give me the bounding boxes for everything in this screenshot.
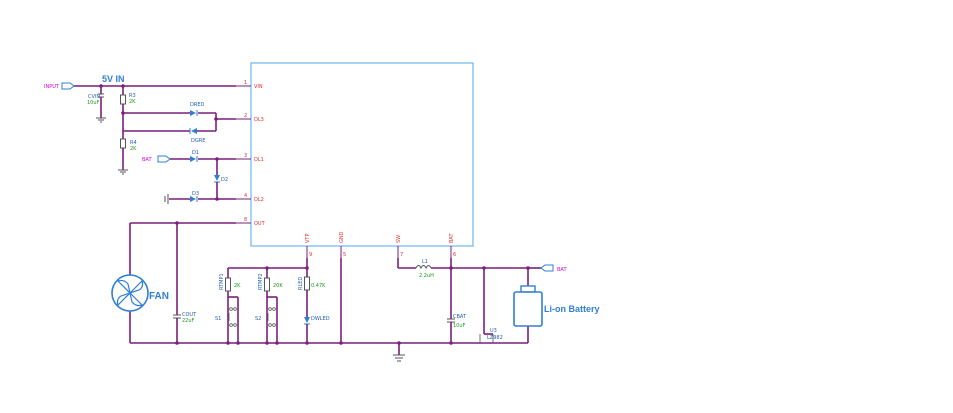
svg-text:R3: R3: [129, 93, 136, 99]
junction-dots: [99, 84, 530, 345]
svg-text:CVIN: CVIN: [88, 94, 100, 100]
led-dred[interactable]: DRED: [190, 102, 216, 116]
svg-text:RTMP2: RTMP2: [258, 273, 264, 290]
bat-port-left[interactable]: BAT: [142, 155, 171, 163]
svg-text:5: 5: [343, 252, 346, 258]
ic-u3[interactable]: U3 LZ982: [479, 268, 503, 343]
svg-text:0.47K: 0.47K: [311, 283, 326, 289]
svg-text:2K: 2K: [234, 283, 241, 289]
ic-body[interactable]: [250, 62, 474, 247]
svg-text:Li-on Battery: Li-on Battery: [544, 304, 600, 314]
svg-text:D2: D2: [221, 177, 228, 183]
svg-text:BAT: BAT: [142, 157, 152, 163]
battery-icon[interactable]: Li-on Battery: [513, 285, 600, 327]
ic-pin-bat: 6 BAT: [449, 233, 456, 258]
svg-text:S2: S2: [255, 316, 261, 322]
svg-text:RLED: RLED: [298, 277, 304, 290]
resistor-rled[interactable]: RLED 0.47K: [298, 276, 326, 317]
led-dwled[interactable]: DWLED: [304, 316, 330, 343]
svg-text:8: 8: [244, 217, 247, 223]
svg-text:10uF: 10uF: [87, 100, 100, 106]
svg-text:1: 1: [244, 80, 247, 86]
input-port[interactable]: INPUT: [44, 82, 75, 90]
svg-text:L1: L1: [422, 259, 428, 265]
resistor-r4[interactable]: R4 2K: [118, 113, 137, 175]
net-title-5v-in: 5V IN: [102, 74, 125, 84]
svg-text:OUT: OUT: [254, 221, 266, 227]
capacitor-cvin[interactable]: CVIN 10uF: [87, 86, 106, 123]
capacitor-cbat[interactable]: CBAT 10uF: [447, 314, 467, 343]
resistor-rtmp1[interactable]: RTMP1 2K: [219, 268, 241, 343]
svg-text:CBAT: CBAT: [453, 314, 467, 320]
svg-text:FAN: FAN: [149, 291, 169, 302]
svg-text:3: 3: [244, 153, 247, 159]
ground-symbol: [393, 343, 405, 362]
resistor-r3[interactable]: R3 2K: [120, 86, 191, 114]
led-dgre[interactable]: DGRE: [189, 128, 216, 144]
svg-text:DL3: DL3: [254, 117, 264, 123]
svg-text:BAT: BAT: [449, 233, 455, 243]
svg-text:2.2uH: 2.2uH: [419, 273, 434, 279]
ic-pin-out: 8 OUT: [236, 217, 266, 227]
svg-text:LZ982: LZ982: [487, 335, 503, 341]
ic-pin-dl3: 2 DL3: [236, 113, 264, 123]
svg-text:RTMP1: RTMP1: [219, 273, 225, 290]
ic-pin-dl2: 4 DL2: [236, 193, 264, 203]
svg-text:9: 9: [309, 252, 312, 258]
svg-text:VTP: VTP: [305, 234, 311, 244]
diode-d2[interactable]: D2: [214, 159, 228, 199]
svg-text:DWLED: DWLED: [311, 316, 330, 322]
svg-text:DGRE: DGRE: [191, 138, 205, 144]
svg-text:4: 4: [244, 193, 247, 199]
svg-text:BAT: BAT: [557, 267, 567, 273]
svg-text:7: 7: [400, 252, 403, 258]
ic-pin-vin: 1 VIN: [236, 80, 263, 90]
svg-text:DL2: DL2: [254, 197, 264, 203]
svg-text:2K: 2K: [129, 99, 136, 105]
svg-text:DRED: DRED: [190, 102, 204, 108]
ic-pin-gnd: 5 GND: [339, 231, 346, 258]
svg-text:22uF: 22uF: [182, 318, 195, 324]
diode-d3[interactable]: D3: [164, 191, 236, 204]
resistor-rtmp2[interactable]: RTMP2 20K: [258, 268, 283, 343]
svg-text:U3: U3: [490, 328, 497, 334]
svg-text:S1: S1: [215, 316, 221, 322]
svg-text:2K: 2K: [130, 146, 137, 152]
svg-text:GND: GND: [339, 231, 345, 243]
diode-d1[interactable]: D1: [190, 150, 236, 162]
capacitor-cout[interactable]: COUT 22uF: [173, 223, 197, 343]
ic-pin-vtp: 9 VTP: [305, 234, 312, 258]
switch-s1[interactable]: S1: [215, 296, 239, 343]
ic-pin-dl1: 3 DL1: [236, 153, 264, 163]
svg-text:D3: D3: [192, 191, 199, 197]
fan[interactable]: FAN: [111, 274, 169, 312]
svg-text:D1: D1: [192, 150, 199, 156]
ic-pin-sw: 7 SW: [396, 235, 403, 258]
svg-text:R4: R4: [130, 140, 137, 146]
svg-text:COUT: COUT: [182, 312, 197, 318]
svg-text:2: 2: [244, 113, 247, 119]
svg-text:20K: 20K: [273, 283, 283, 289]
svg-text:VIN: VIN: [254, 84, 263, 90]
switch-s2[interactable]: S2: [255, 296, 278, 343]
svg-text:6: 6: [453, 252, 456, 258]
svg-text:DL1: DL1: [254, 157, 264, 163]
bat-port-right[interactable]: BAT: [540, 264, 567, 273]
svg-text:INPUT: INPUT: [44, 84, 60, 90]
svg-text:SW: SW: [396, 235, 402, 243]
inductor-l1[interactable]: L1 2.2uH: [415, 259, 434, 279]
svg-text:10uF: 10uF: [453, 323, 466, 329]
